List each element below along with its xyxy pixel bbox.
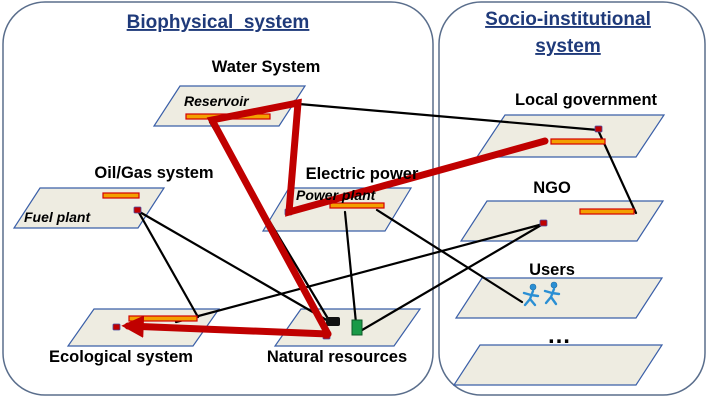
ecological-node (128, 315, 198, 322)
more-layers-ellipsis: … (547, 322, 571, 349)
socio-title-line2: system (535, 36, 601, 57)
more-layer (452, 344, 664, 386)
oilgas-label: Oil/Gas system (94, 164, 213, 182)
users-layer (454, 277, 664, 319)
link-ecological-ngo (174, 222, 545, 324)
localgov-connector (594, 125, 603, 133)
power-plant-label: Power plant (296, 187, 377, 203)
natural-green-node (351, 319, 363, 336)
ngo-connector (539, 219, 548, 227)
link-powerplant-naturalres (343, 210, 359, 335)
socio-institutional-panel (438, 1, 706, 396)
fuel-plant-label: Fuel plant (24, 209, 91, 225)
link-powerplant-users (375, 208, 524, 304)
link-fuelplant-ecological (136, 209, 200, 319)
link-naturalres-ngo (355, 222, 545, 335)
natural-resources-layer (273, 308, 422, 347)
ecological-connector (112, 323, 121, 331)
electric-power-label: Electric power (306, 165, 419, 183)
ecological-label: Ecological system (49, 348, 193, 366)
local-government-label: Local government (515, 91, 658, 109)
reservoir-label: Reservoir (184, 93, 250, 109)
water-system-label: Water System (212, 58, 321, 76)
people-icon (522, 281, 561, 307)
fuel-plant-connector (133, 206, 142, 214)
cascading-failure-path (121, 98, 549, 338)
cascade-path-segment (206, 98, 549, 338)
localgov-node (550, 138, 606, 145)
cascade-arrow (121, 315, 332, 338)
power-plant-node (329, 202, 385, 209)
link-reservoir-localgov (297, 102, 600, 132)
ngo-node (579, 208, 635, 215)
biophysical-panel (2, 1, 434, 396)
ngo-label: NGO (533, 179, 571, 197)
socio-title-line1: Socio-institutional (485, 9, 651, 30)
fuel-plant-node (102, 192, 140, 199)
users-label: Users (529, 261, 575, 279)
natural-black-node (326, 317, 340, 326)
biophysical-title: Biophysical system (127, 12, 310, 33)
natural-resources-label: Natural resources (267, 348, 407, 366)
link-fuelplant-naturalres (136, 209, 332, 324)
